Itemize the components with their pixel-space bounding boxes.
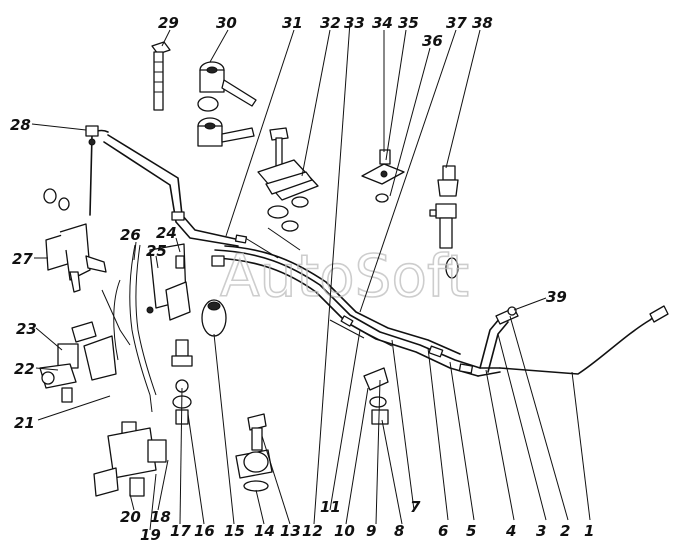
callout-36: 36 [422,32,443,50]
clamp-block-part-32 [257,127,319,232]
callout-31: 31 [282,14,303,32]
callout-4: 4 [505,522,516,540]
callout-5: 5 [466,522,476,540]
bracket-part-27 [43,188,107,293]
callout-39: 39 [546,288,567,306]
callout-1: 1 [584,522,594,540]
watermark-text: AutoSoft [220,242,469,310]
callout-18: 18 [150,508,171,526]
callout-20: 20 [120,508,141,526]
clamp-part-30 [197,61,257,147]
callout-22: 22 [14,360,35,378]
callout-8: 8 [394,522,404,540]
callout-24: 24 [156,224,177,242]
callout-37: 37 [446,14,467,32]
fitting-part-38 [435,165,459,279]
callout-12: 12 [302,522,323,540]
callout-23: 23 [16,320,37,338]
callout-7: 7 [410,498,421,516]
callout-9: 9 [366,522,376,540]
callout-15: 15 [224,522,245,540]
fitting-part-28 [85,125,99,146]
callout-6: 6 [438,522,448,540]
callout-25: 25 [146,242,167,260]
callout-10: 10 [334,522,355,540]
valve-part-19 [93,421,167,497]
callout-2: 2 [560,522,570,540]
callout-34: 34 [372,14,393,32]
callout-38: 38 [472,14,493,32]
callout-28: 28 [10,116,31,134]
fitting-part-22 [39,321,117,403]
callout-29: 29 [158,14,179,32]
bracket-part-25 [146,243,225,321]
callout-labels: 1 2 3 4 5 6 7 8 9 10 11 12 13 14 15 16 1… [10,14,594,544]
callout-33: 33 [344,14,365,32]
callout-16: 16 [194,522,215,540]
callout-3: 3 [536,522,546,540]
callout-26: 26 [120,226,141,244]
leader-lines [31,21,591,531]
callout-17: 17 [170,522,191,540]
callout-14: 14 [254,522,275,540]
fitting-part-17 [171,339,193,425]
callout-19: 19 [140,526,161,544]
fitting-part-9 [363,367,389,425]
bolt-part-35 [361,149,405,203]
callout-13: 13 [280,522,301,540]
callout-30: 30 [216,14,237,32]
bolt-part-29 [151,41,171,111]
callout-21: 21 [14,414,35,432]
banjo-part-15 [201,299,227,337]
callout-27: 27 [12,250,33,268]
brake-pipe-assembly [89,129,669,413]
bolt-part-13 [235,413,273,492]
fitting-part-36 [429,209,437,217]
callout-32: 32 [320,14,341,32]
callout-35: 35 [398,14,419,32]
callout-11: 11 [320,498,341,516]
